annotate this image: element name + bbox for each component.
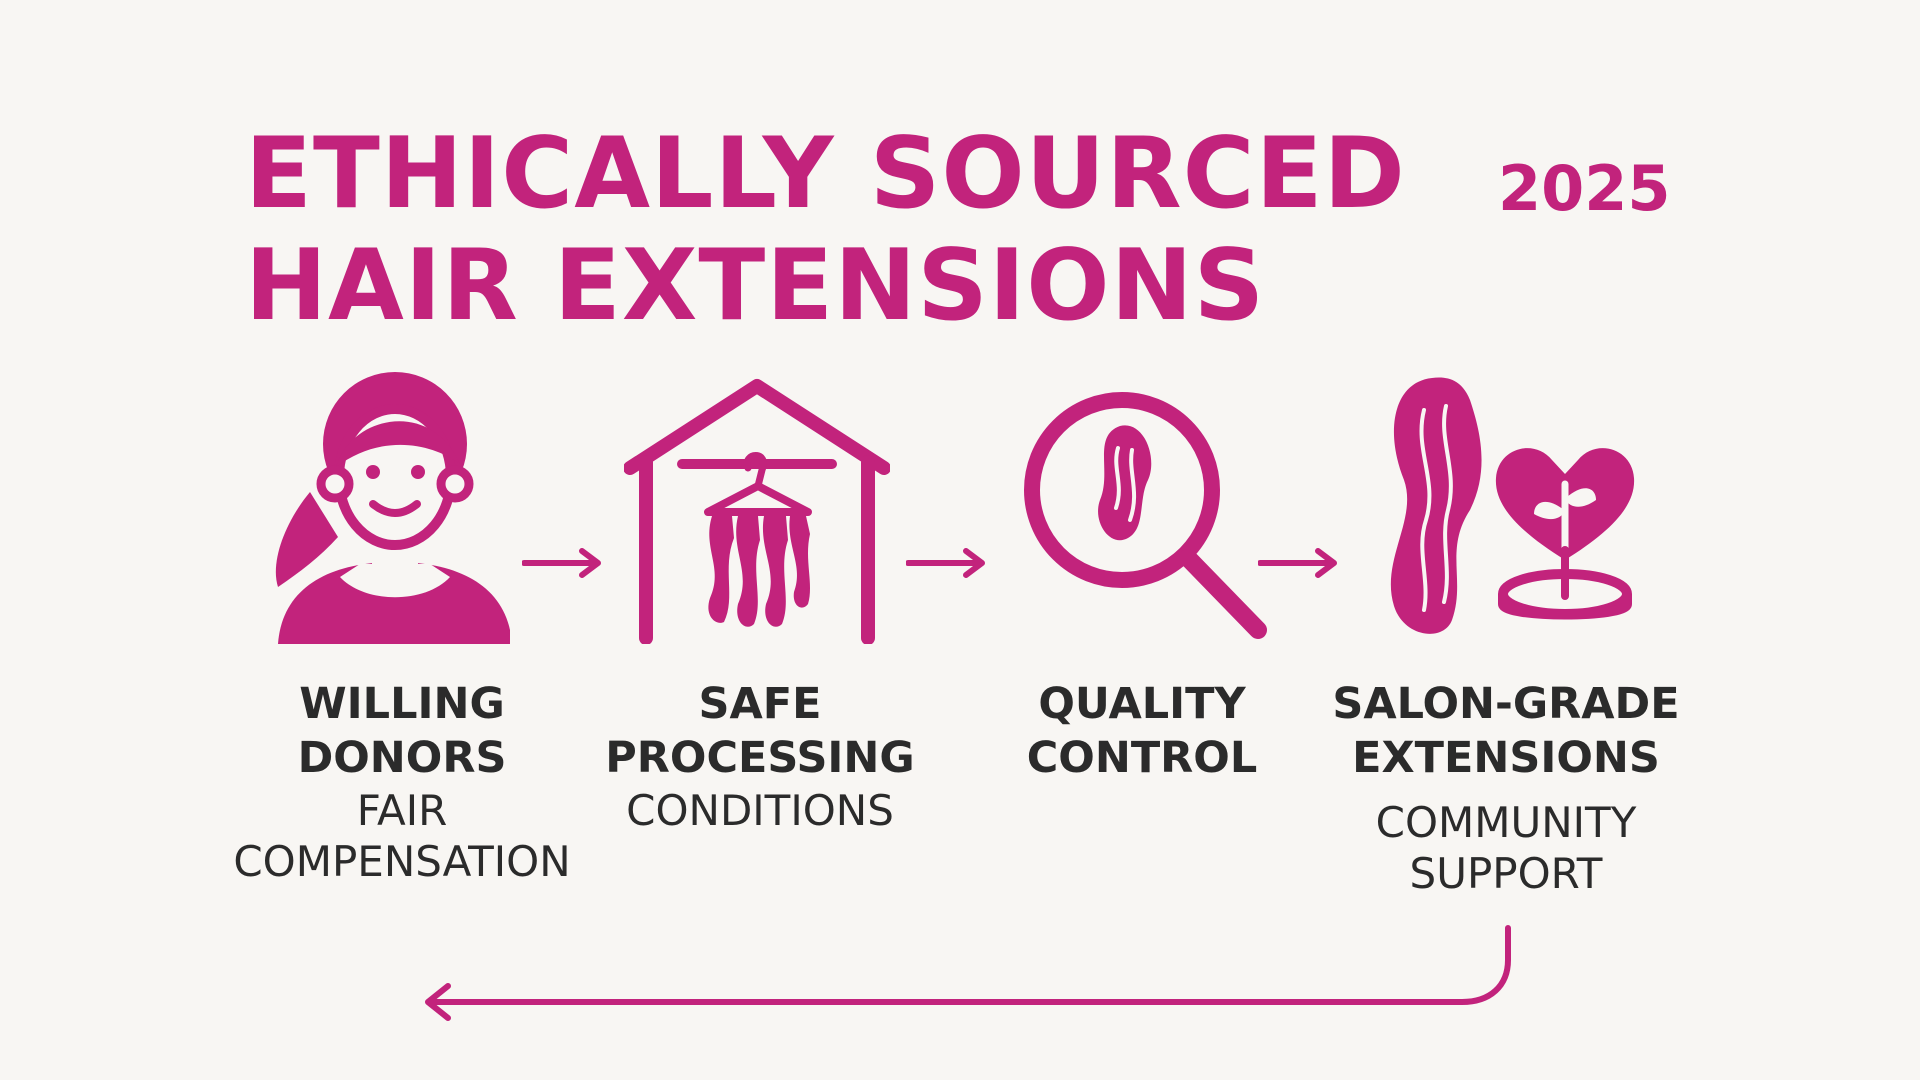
stage-title-line: SALON-GRADE [1332, 679, 1680, 729]
warehouse-hanger-icon [624, 379, 890, 644]
stage-sub-line: COMMUNITY [1375, 798, 1637, 847]
stage-title-line: CONTROL [1026, 733, 1258, 783]
stage-label-donors: WILLING DONORS FAIR COMPENSATION [202, 677, 602, 887]
stage-title-line: DONORS [297, 733, 507, 783]
arrow-right-icon [906, 548, 985, 578]
stage-label-extensions: SALON-GRADE EXTENSIONS COMMUNITY SUPPORT [1306, 677, 1706, 899]
page-title: ETHICALLY SOURCED HAIR EXTENSIONS [245, 118, 1406, 342]
stage-title-line: EXTENSIONS [1352, 733, 1660, 783]
stage-sub-line: CONDITIONS [626, 786, 894, 835]
donor-person-icon [275, 372, 510, 644]
stage-sub-line: FAIR [356, 786, 448, 835]
title-line-2: HAIR EXTENSIONS [245, 229, 1266, 343]
stage-label-quality: QUALITY CONTROL [942, 677, 1342, 785]
arrow-right-icon [1258, 548, 1337, 578]
stage-sub-line: SUPPORT [1409, 849, 1603, 898]
year-label: 2025 [1498, 152, 1671, 225]
stage-title-line: WILLING [299, 679, 505, 729]
stage-label-processing: SAFE PROCESSING CONDITIONS [560, 677, 960, 836]
return-arrow-icon [425, 925, 1511, 1021]
stage-sub-line: COMPENSATION [233, 837, 571, 886]
stage-title-line: SAFE [698, 679, 822, 729]
magnifier-hair-icon [1024, 392, 1267, 639]
stage-title-line: QUALITY [1038, 679, 1246, 729]
title-line-1: ETHICALLY SOURCED [245, 117, 1406, 231]
stage-title-line: PROCESSING [605, 733, 915, 783]
hair-strand-icon [1390, 377, 1482, 634]
heart-sprout-icon [1495, 448, 1635, 620]
arrow-right-icon [522, 548, 601, 578]
